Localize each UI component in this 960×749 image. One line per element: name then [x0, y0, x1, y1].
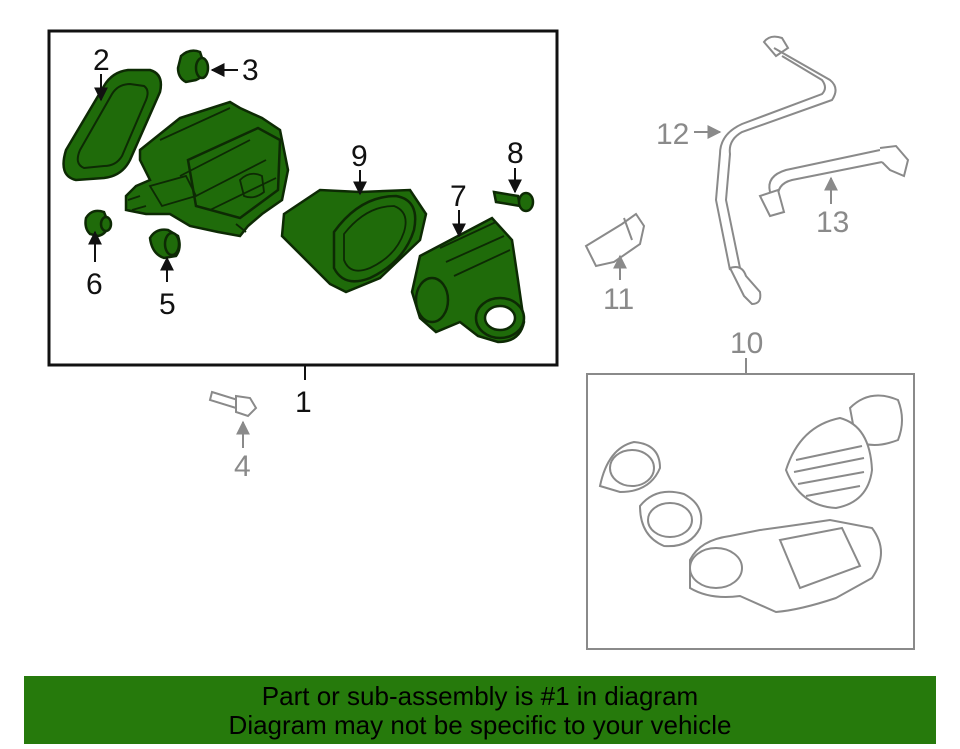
part-13-hose[interactable]	[758, 144, 910, 218]
part-7-outlet-housing[interactable]	[410, 216, 526, 344]
part-10-box	[586, 358, 915, 650]
callout-5: 5	[159, 288, 176, 321]
leader-arrows-dark	[88, 63, 522, 282]
callout-6: 6	[86, 268, 103, 301]
callout-8: 8	[507, 137, 524, 170]
part-11-sensor[interactable]	[584, 212, 646, 268]
part-5-insulator[interactable]	[148, 228, 181, 260]
callout-1: 1	[295, 386, 312, 419]
part-3-grommet[interactable]	[176, 49, 210, 84]
part-9-filter[interactable]	[280, 188, 428, 294]
callout-4: 4	[234, 450, 251, 483]
air-cleaner-housing[interactable]	[124, 100, 290, 238]
part-6-mount[interactable]	[84, 209, 113, 238]
part-8-bolt[interactable]	[492, 190, 535, 213]
part-2-seal[interactable]	[62, 68, 163, 182]
callout-3: 3	[242, 54, 259, 87]
callout-2: 2	[93, 44, 110, 77]
callout-7: 7	[450, 180, 467, 213]
part-4-bolt[interactable]	[208, 390, 258, 418]
callout-10: 10	[730, 327, 763, 360]
leader-arrows-gray	[236, 125, 838, 448]
part-10-intake-duct[interactable]	[598, 394, 903, 614]
callout-12: 12	[656, 118, 689, 151]
callout-13: 13	[816, 206, 849, 239]
info-banner: Part or sub-assembly is #1 in diagram Di…	[24, 676, 936, 744]
assembly-1-box	[47, 29, 559, 380]
banner-line-2: Diagram may not be specific to your vehi…	[228, 710, 732, 740]
callout-9: 9	[351, 140, 368, 173]
banner-line-1: Part or sub-assembly is #1 in diagram	[261, 681, 699, 711]
callout-11: 11	[603, 283, 634, 316]
part-12-vent-tube[interactable]	[714, 35, 837, 306]
